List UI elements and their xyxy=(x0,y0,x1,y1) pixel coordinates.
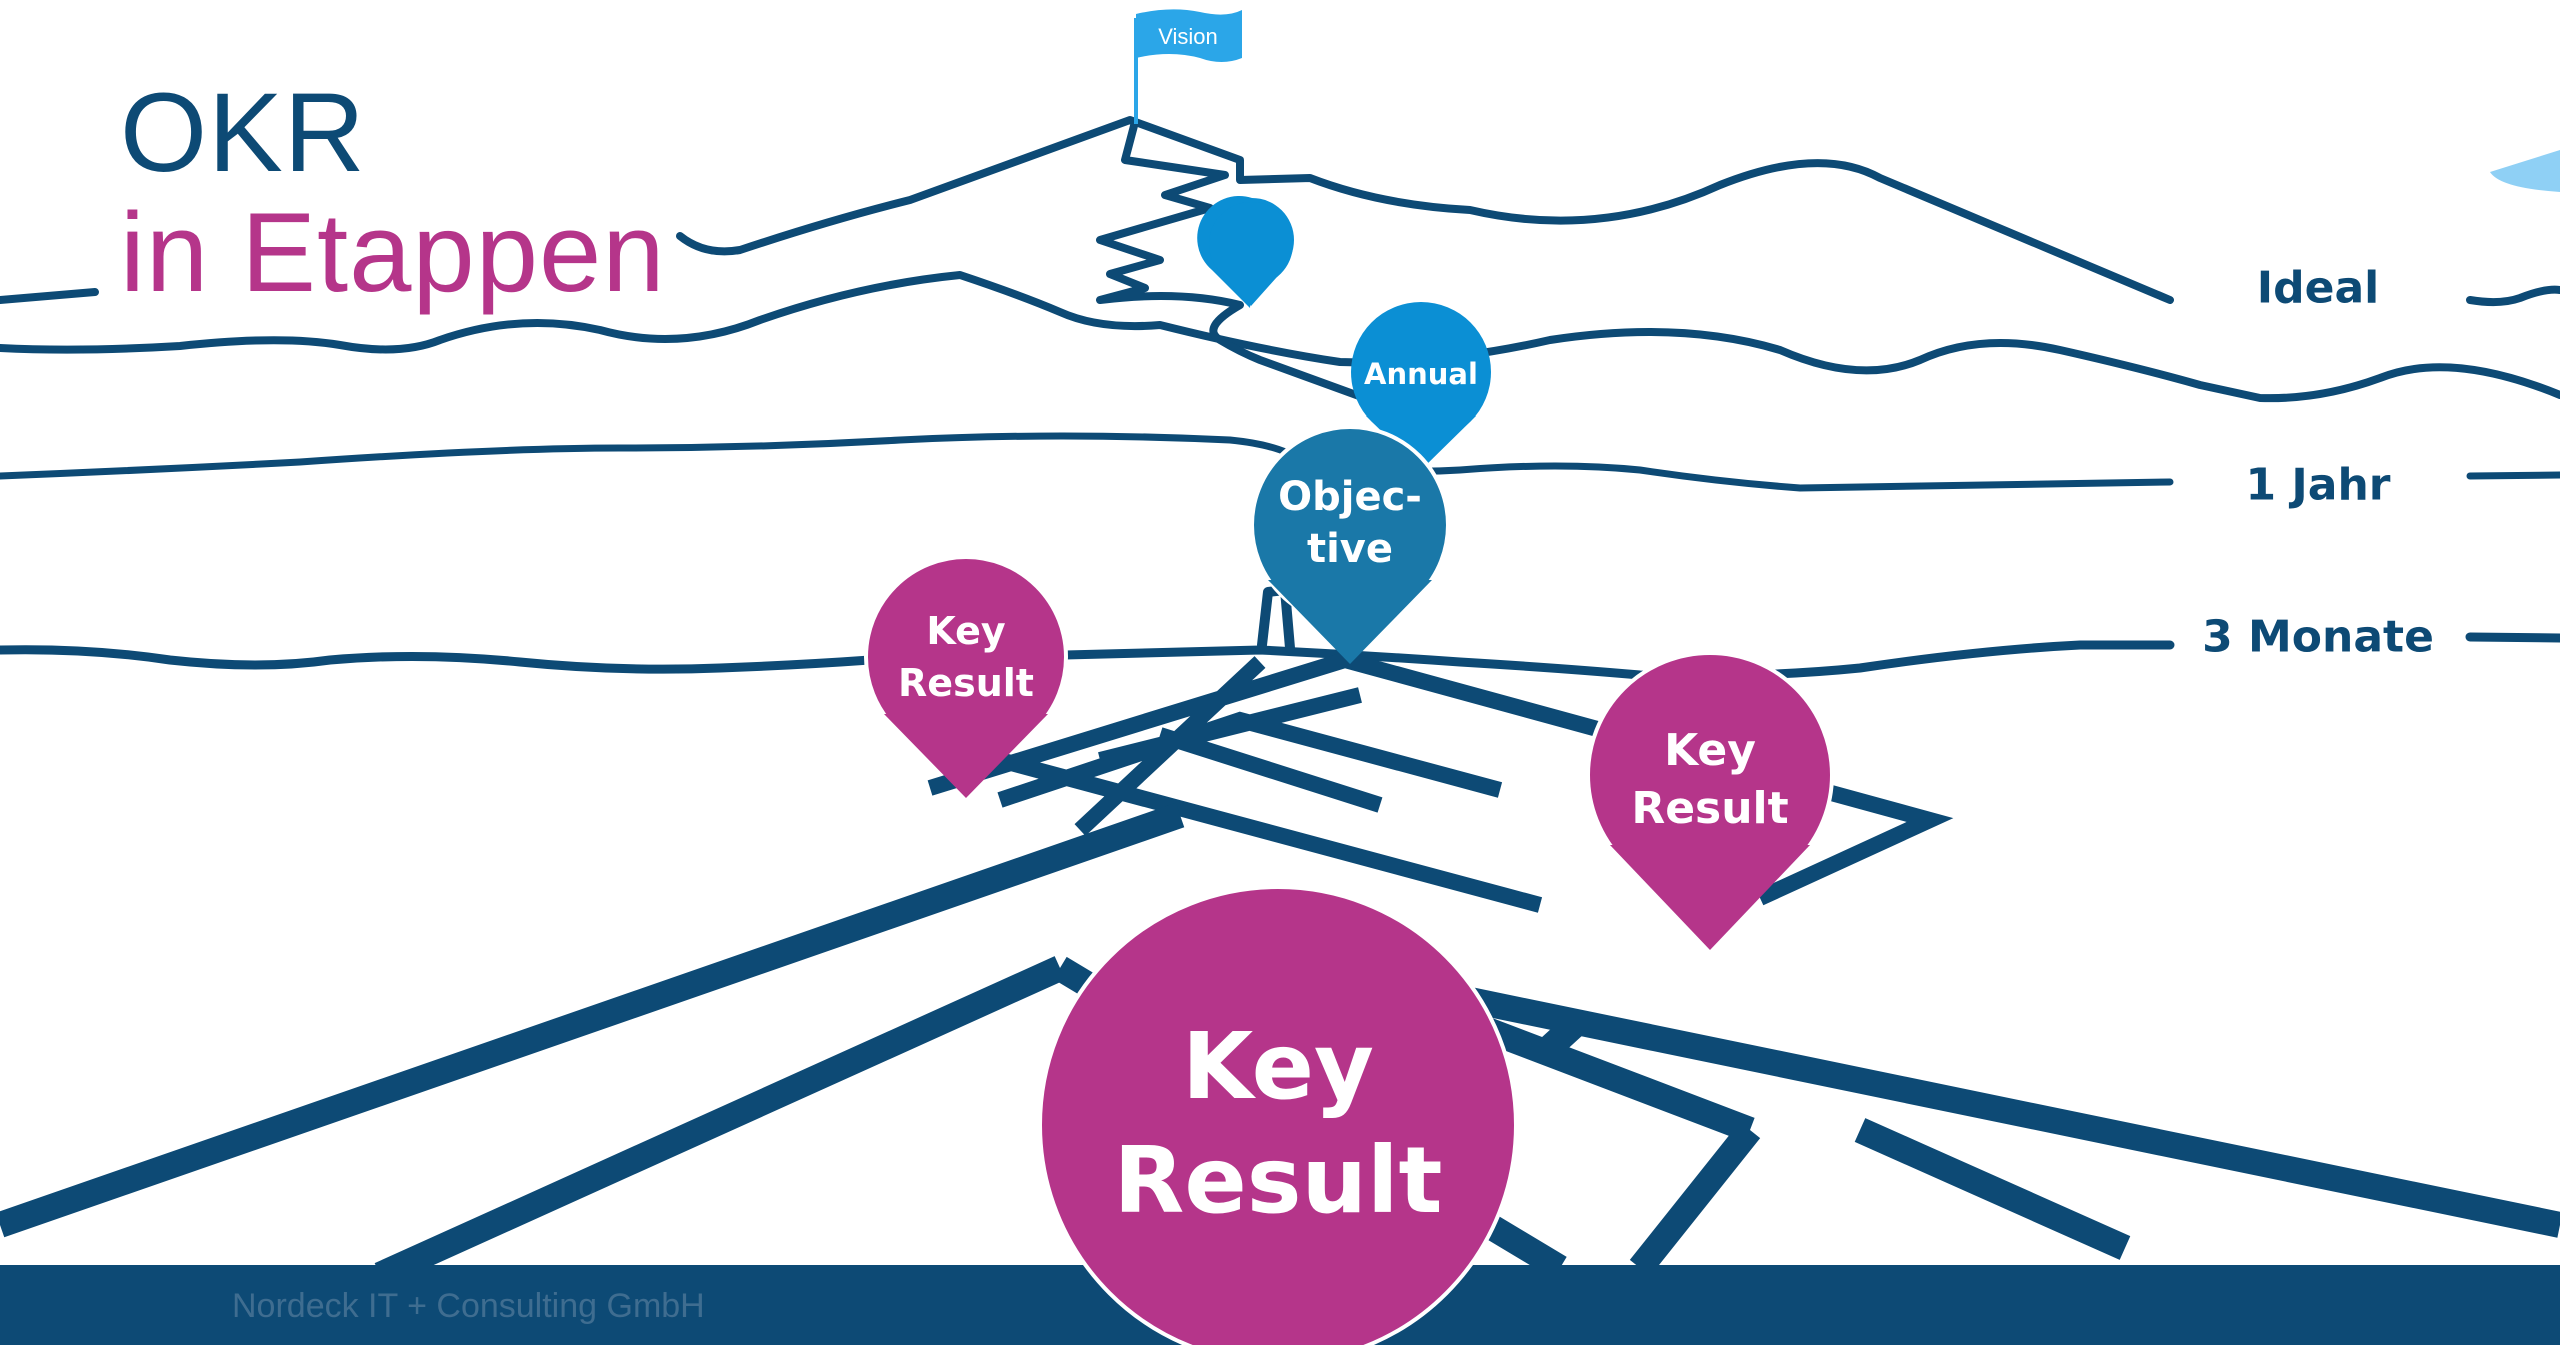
objective-pin: Objec- tive xyxy=(1250,425,1450,664)
objective-pin-line2: tive xyxy=(1307,526,1393,572)
milestone-pin xyxy=(1197,196,1294,308)
annual-pin-label: Annual xyxy=(1364,357,1478,391)
key-result-left-line2: Result xyxy=(898,661,1034,705)
key-result-big-line1: Key xyxy=(1182,1013,1374,1120)
key-result-pin-big: Key Result xyxy=(1038,885,1518,1350)
year-line xyxy=(0,432,2560,492)
summit-trail xyxy=(1096,118,1374,404)
vision-flag: Vision xyxy=(1134,9,1242,124)
key-result-pin-left: Key Result xyxy=(864,555,1068,798)
cloud-shape xyxy=(2490,150,2560,192)
objective-pin-line1: Objec- xyxy=(1278,474,1422,520)
level-label-quarter: 3 Monate xyxy=(2202,611,2434,663)
page-title: OKR xyxy=(120,70,366,195)
footer-company: Nordeck IT + Consulting GmbH xyxy=(232,1287,705,1325)
key-result-left-line1: Key xyxy=(926,609,1006,653)
key-result-right-line2: Result xyxy=(1631,783,1788,834)
page-subtitle: in Etappen xyxy=(120,190,666,315)
annual-pin: Annual xyxy=(1351,302,1491,470)
vision-flag-label: Vision xyxy=(1158,24,1218,49)
mountain-ridge-line xyxy=(0,116,2560,307)
key-result-big-line2: Result xyxy=(1113,1127,1442,1234)
quarter-line xyxy=(0,632,2560,681)
level-label-ideal: Ideal xyxy=(2256,262,2380,314)
key-result-right-line1: Key xyxy=(1664,725,1756,776)
level-label-year: 1 Jahr xyxy=(2245,459,2391,511)
key-result-pin-right: Key Result xyxy=(1586,651,1834,950)
